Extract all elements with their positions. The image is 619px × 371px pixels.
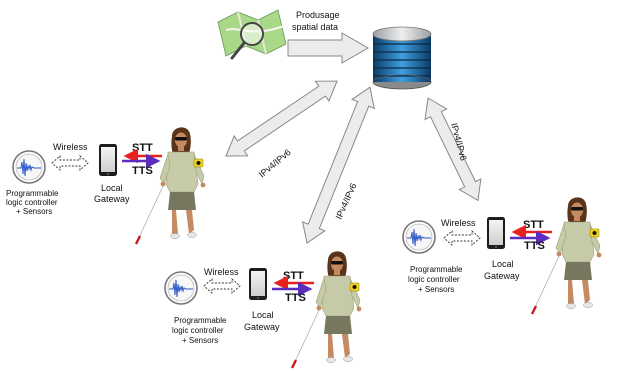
link-arrow-left: [225, 80, 338, 157]
tts-label: TTS: [132, 165, 153, 177]
user-node-3: Programmable logic controller + Sensors …: [402, 196, 603, 316]
user-node-2: Programmable logic controller + Sensors …: [164, 250, 363, 370]
map-to-database-arrow: [287, 32, 370, 64]
wireless-link-arrow: [51, 155, 89, 171]
gateway-label-line1: Local: [101, 183, 123, 193]
plc-label-line3: + Sensors: [182, 336, 218, 345]
phone-gateway-icon: [99, 144, 117, 176]
plc-sensor-icon: [12, 150, 46, 184]
wireless-label: Wireless: [53, 142, 88, 152]
plc-label-line2: logic controller: [6, 198, 58, 207]
stt-label: STT: [523, 219, 544, 231]
database-icon: [372, 26, 432, 90]
wireless-label: Wireless: [441, 218, 476, 228]
tts-label: TTS: [524, 240, 545, 252]
map-icon: [217, 9, 287, 60]
link-arrow-right: [424, 97, 482, 202]
phone-gateway-icon: [249, 268, 267, 300]
visually-impaired-user: [530, 196, 603, 316]
user-node-1: Programmable logic controller + Sensors …: [6, 126, 207, 246]
plc-label-line1: Programmable: [410, 265, 463, 274]
stt-label: STT: [132, 142, 153, 154]
gateway-label-line1: Local: [252, 310, 274, 320]
data-label-line2: spatial data: [292, 22, 338, 32]
tts-label: TTS: [285, 292, 306, 304]
plc-label-line3: + Sensors: [16, 207, 52, 216]
phone-gateway-icon: [487, 217, 505, 249]
link-label-left: IPv4/IPv6: [257, 147, 293, 179]
gateway-label-line2: Gateway: [484, 271, 520, 281]
wireless-link-arrow: [203, 278, 241, 294]
stt-label: STT: [283, 270, 304, 282]
plc-sensor-icon: [402, 220, 436, 254]
visually-impaired-user: [290, 250, 363, 370]
wireless-link-arrow: [443, 230, 481, 246]
data-label-line1: Produsage: [296, 10, 340, 20]
plc-sensor-icon: [164, 271, 198, 305]
wireless-label: Wireless: [204, 267, 239, 277]
gateway-label-line2: Gateway: [244, 322, 280, 332]
plc-label-line1: Programmable: [6, 189, 59, 198]
link-arrow-middle: [301, 86, 375, 244]
plc-label-line3: + Sensors: [418, 285, 454, 294]
plc-label-line1: Programmable: [174, 316, 227, 325]
gateway-label-line2: Gateway: [94, 194, 130, 204]
gateway-label-line1: Local: [492, 259, 514, 269]
plc-label-line2: logic controller: [172, 326, 224, 335]
link-label-middle: IPv4/IPv6: [334, 182, 359, 221]
plc-label-line2: logic controller: [408, 275, 460, 284]
